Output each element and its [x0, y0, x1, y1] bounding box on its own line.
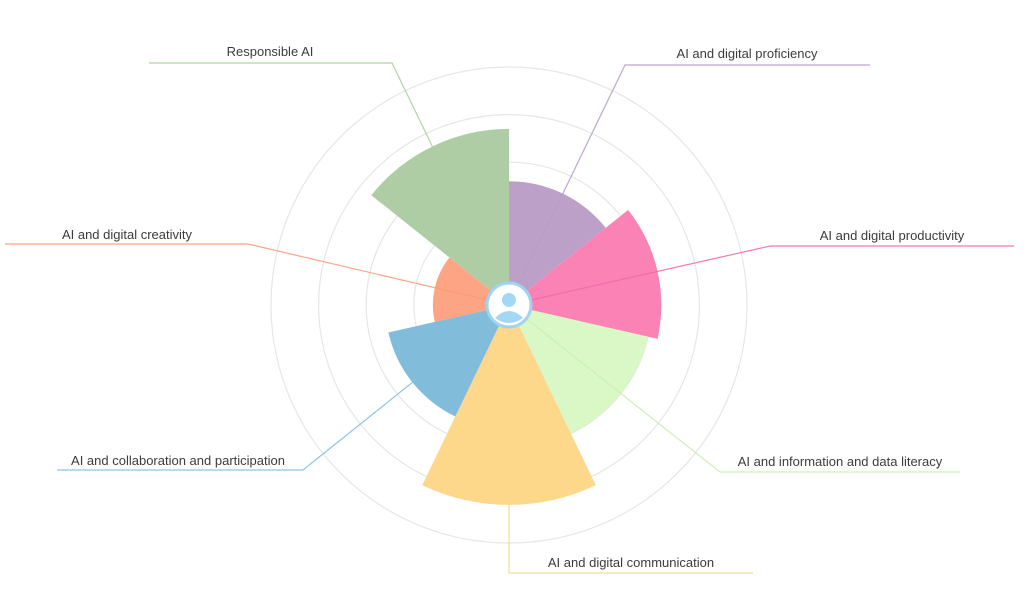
- segment-4: [388, 305, 509, 417]
- label-ai-information-data-literacy: AI and information and data literacy: [738, 454, 943, 469]
- segment-6: [371, 128, 509, 305]
- segment-1: [509, 210, 662, 339]
- label-ai-digital-productivity: AI and digital productivity: [820, 228, 965, 243]
- leader-line-0: [508, 64, 870, 306]
- label-ai-digital-creativity: AI and digital creativity: [62, 227, 193, 242]
- leader-line-1: [508, 245, 1014, 306]
- label-ai-digital-proficiency: AI and digital proficiency: [677, 46, 818, 61]
- leader-lines: [5, 62, 1014, 574]
- segment-2: [509, 305, 649, 434]
- leader-line-3: [508, 305, 753, 574]
- label-responsible-ai: Responsible AI: [227, 44, 314, 59]
- leader-line-2: [508, 304, 960, 473]
- segments: [371, 128, 662, 505]
- user-avatar-icon: [485, 281, 533, 329]
- segment-0: [509, 181, 606, 305]
- leader-line-5: [5, 243, 510, 306]
- label-ai-digital-communication: AI and digital communication: [548, 555, 714, 570]
- leader-line-6: [149, 62, 510, 306]
- leader-line-4: [57, 304, 510, 471]
- label-ai-collaboration-participation: AI and collaboration and participation: [71, 453, 285, 468]
- category-labels: AI and digital proficiency AI and digita…: [62, 44, 965, 570]
